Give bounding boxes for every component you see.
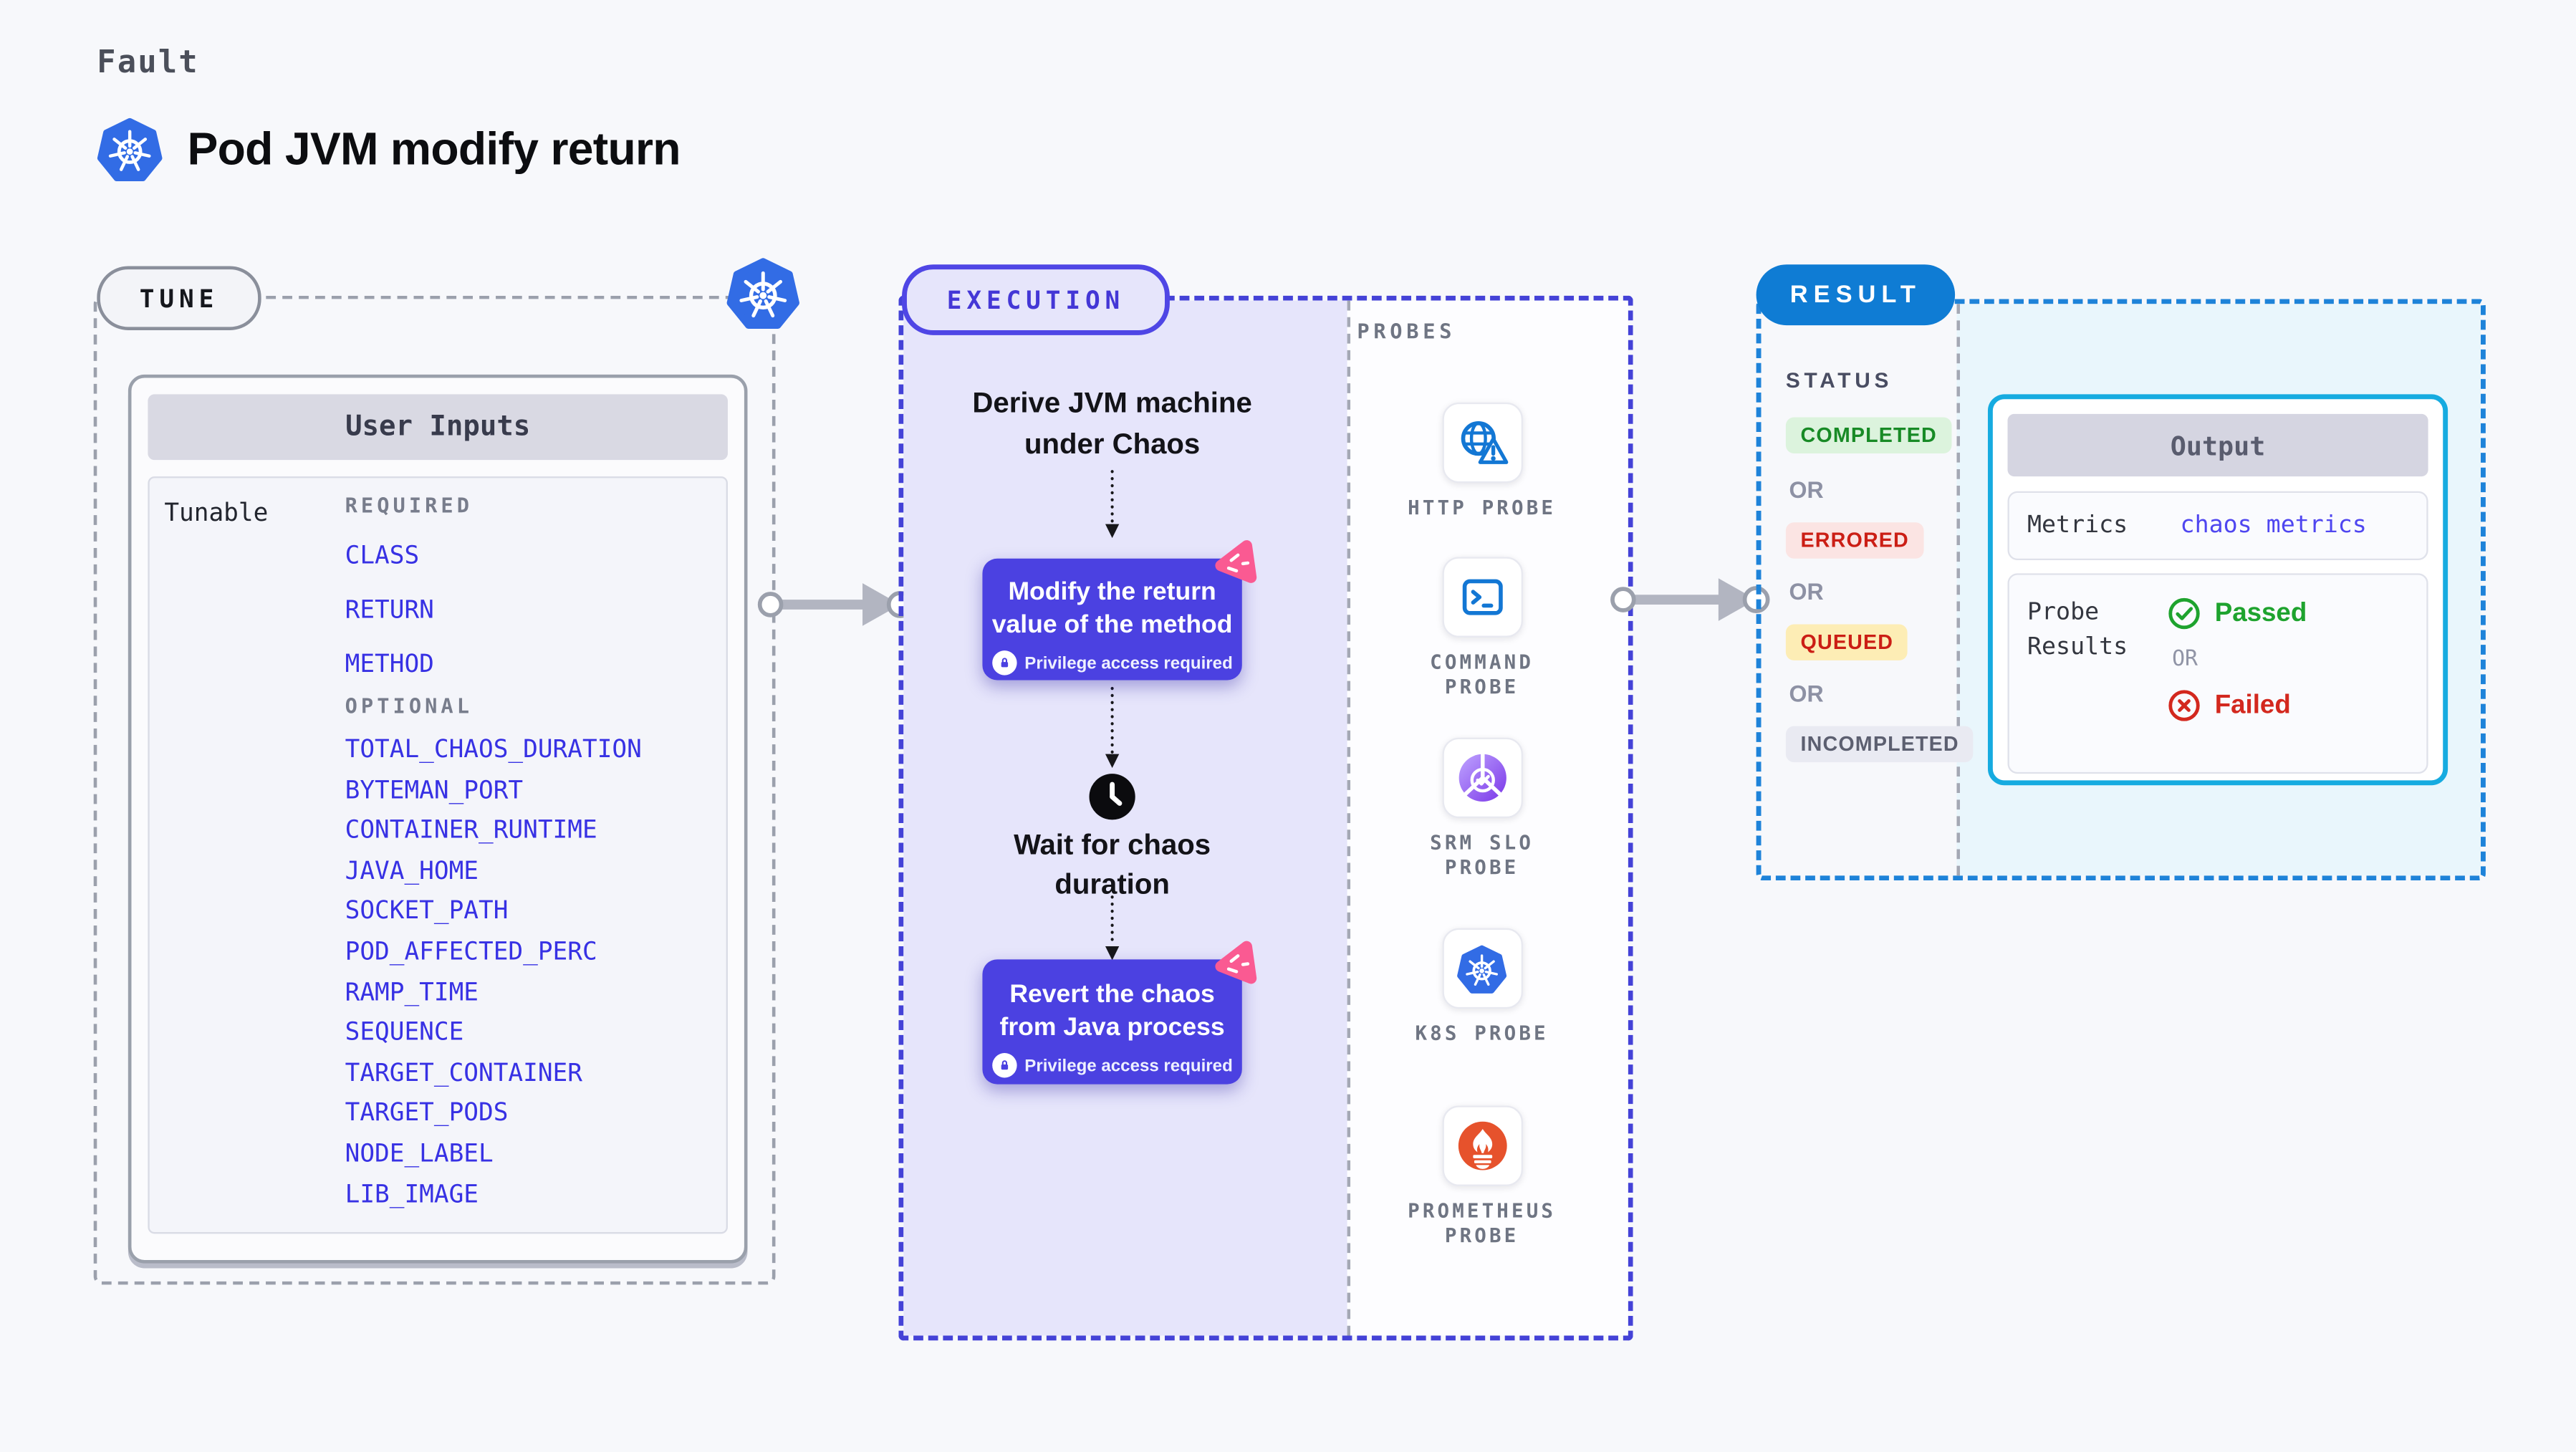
metrics-value: chaos metrics <box>2180 512 2367 539</box>
status-badge: ERRORED <box>1785 522 1924 559</box>
probe-item: K8S PROBE <box>1367 928 1597 1047</box>
clock-icon <box>1087 772 1137 822</box>
revert-chaos-action-node: Revert the chaos from Java process Privi… <box>982 959 1242 1085</box>
http-probe-icon <box>1441 402 1522 484</box>
user-inputs-card: User Inputs Tunable REQUIRED OPTIONAL CL… <box>128 374 748 1264</box>
kubernetes-logo-icon <box>95 115 164 184</box>
tune-to-execution-arrow <box>757 583 914 626</box>
metrics-row: Metrics chaos metrics <box>2007 491 2428 561</box>
tunable-item: CLASS <box>345 540 420 570</box>
tunable-item: TOTAL_CHAOS_DURATION <box>345 734 642 764</box>
passed-verdict: Passed <box>2167 596 2307 630</box>
verdict-column: Passed OR Failed <box>2167 596 2307 751</box>
optional-group-label: OPTIONAL <box>345 693 474 718</box>
title-row: Pod JVM modify return <box>95 115 681 184</box>
failed-verdict: Failed <box>2167 688 2307 723</box>
kubernetes-icon <box>724 254 802 332</box>
flow-connector-arrow <box>1105 686 1120 769</box>
status-badge: QUEUED <box>1785 624 1908 660</box>
status-column: STATUS COMPLETED OR ERRORED OR QUEUED OR INCOM… <box>1785 367 1974 845</box>
tunable-row-label: Tunable <box>164 497 269 528</box>
execution-badge: EXECUTION <box>902 264 1170 335</box>
page-title: Pod JVM modify return <box>187 123 681 175</box>
modify-return-action-node: Modify the return value of the method Pr… <box>982 558 1242 681</box>
execution-to-result-arrow <box>1610 578 1770 621</box>
check-circle-icon <box>2167 596 2201 630</box>
flow-connector-arrow <box>1105 470 1120 539</box>
tunables-list: Tunable REQUIRED OPTIONAL CLASS RETURN MET… <box>148 476 728 1234</box>
probe-results-row: Probe Results Passed OR <box>2007 573 2428 774</box>
tunable-item: METHOD <box>345 648 434 679</box>
tune-section-box <box>93 295 776 1285</box>
tunable-item: SOCKET_PATH <box>345 895 509 926</box>
tunable-item: POD_AFFECTED_PERC <box>345 936 597 966</box>
output-card: Output Metrics chaos metrics Probe Resul… <box>1987 394 2448 786</box>
chaos-logo-icon <box>1208 536 1264 592</box>
srm-slo-probe-icon <box>1441 737 1522 819</box>
wait-step-label: Wait for chaos duration <box>1014 827 1211 900</box>
metrics-label: Metrics <box>2027 512 2128 539</box>
or-label: OR <box>2172 647 2198 672</box>
tunable-item: JAVA_HOME <box>345 855 479 885</box>
tunable-item: RETURN <box>345 595 434 625</box>
chaos-logo-icon <box>1208 936 1264 992</box>
derive-step-label: Derive JVM machine under Chaos <box>972 385 1252 461</box>
fault-eyebrow-label: Fault <box>97 44 199 81</box>
probes-column-label: PROBES <box>1357 318 1456 344</box>
required-group-label: REQUIRED <box>345 493 474 518</box>
tunable-item: LIB_IMAGE <box>345 1178 479 1208</box>
command-probe-icon <box>1441 557 1522 638</box>
privilege-note-row: Privilege access required <box>982 650 1241 675</box>
status-badge: COMPLETED <box>1785 417 1952 453</box>
or-label: OR <box>1789 476 1824 503</box>
tunable-item: TARGET_CONTAINER <box>345 1057 582 1087</box>
tune-badge: TUNE <box>97 266 261 330</box>
tunable-item: CONTAINER_RUNTIME <box>345 814 597 845</box>
prometheus-probe-icon <box>1441 1105 1522 1186</box>
x-circle-icon <box>2167 688 2201 723</box>
tunable-item: NODE_LABEL <box>345 1138 494 1168</box>
tunable-item: SEQUENCE <box>345 1017 464 1047</box>
execution-flow-panel <box>903 300 1347 1336</box>
k8s-probe-icon <box>1441 928 1522 1009</box>
probe-results-label: Probe Results <box>2027 600 2128 660</box>
status-badge: INCOMPLETED <box>1785 726 1974 763</box>
probe-label: K8S PROBE <box>1415 1021 1549 1045</box>
lock-icon <box>991 650 1017 675</box>
result-badge: RESULT <box>1756 264 1956 326</box>
tunable-item: TARGET_PODS <box>345 1097 509 1128</box>
tunable-item: BYTEMAN_PORT <box>345 774 524 804</box>
privilege-note-row: Privilege access required <box>982 1053 1241 1078</box>
probe-item: HTTP PROBE <box>1367 402 1597 521</box>
tunable-item: RAMP_TIME <box>345 976 479 1006</box>
status-label: STATUS <box>1785 367 1893 393</box>
or-label: OR <box>1789 680 1824 707</box>
lock-icon <box>991 1053 1017 1078</box>
output-header: Output <box>2007 413 2428 477</box>
or-label: OR <box>1789 578 1824 605</box>
probe-label: HTTP PROBE <box>1408 496 1557 519</box>
user-inputs-header: User Inputs <box>148 394 728 461</box>
flow-connector-arrow <box>1105 895 1120 961</box>
